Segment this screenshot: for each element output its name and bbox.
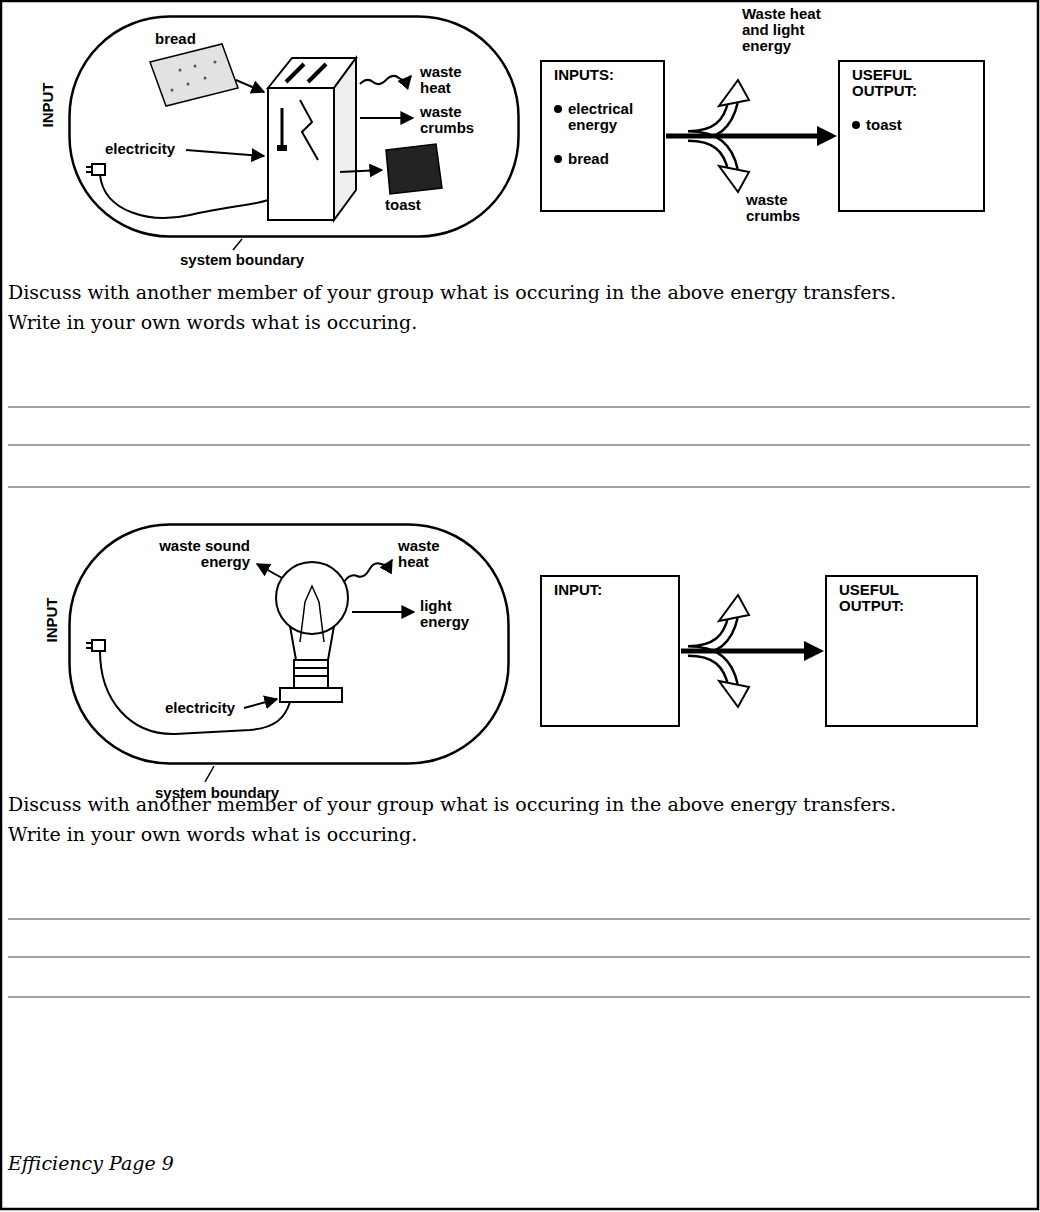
instruction-text: Write in your own words what is occuring… <box>8 823 417 845</box>
box-item: toast <box>866 117 963 133</box>
diagram-label: waste crumbs <box>746 192 806 224</box>
transfer-arrow <box>666 126 837 146</box>
arrow-head <box>804 641 824 661</box>
diagram-label: system boundary <box>180 252 304 268</box>
leader-line <box>233 239 242 250</box>
component-label: waste heat <box>420 64 472 96</box>
box-heading: USEFUL OUTPUT: <box>852 67 963 99</box>
diagram-label: Waste heat and light energy <box>742 6 837 54</box>
answer-lines <box>8 407 1030 997</box>
energy-box: USEFUL OUTPUT: toast <box>838 60 985 212</box>
toaster-drawing <box>268 58 356 220</box>
arrow-shaft <box>681 649 806 654</box>
energy-box: INPUT: <box>540 575 680 727</box>
bullet-dot <box>554 155 562 163</box>
instruction-text: Discuss with another member of your grou… <box>8 281 896 303</box>
diagram-label: INPUT <box>44 598 60 643</box>
bread-drawing <box>150 44 238 106</box>
bullet-dot <box>554 105 562 113</box>
component-label: electricity <box>165 700 255 716</box>
bullet-item: toast <box>852 117 963 133</box>
box-item: electrical energy <box>568 101 643 133</box>
component-label: electricity <box>105 141 195 157</box>
box-item: bread <box>568 151 643 167</box>
arrow-head <box>817 126 837 146</box>
bullet-item: bread <box>554 151 643 167</box>
component-label: waste sound energy <box>140 538 250 570</box>
energy-box: INPUTS: electrical energy bread <box>540 60 665 212</box>
bulb-drawing <box>276 562 348 702</box>
arrow-shaft <box>666 134 819 139</box>
box-heading: INPUTS: <box>554 67 643 83</box>
toaster-arrows <box>186 76 413 172</box>
diagram-label: INPUT <box>40 83 56 128</box>
bullet-item: electrical energy <box>554 101 643 133</box>
boundary-outline <box>68 523 510 765</box>
box-heading: INPUT: <box>554 582 658 598</box>
component-label: waste crumbs <box>420 104 482 136</box>
system-boundary: bread electricity waste heat waste crumbs to… <box>68 15 520 238</box>
box-heading: USEFUL OUTPUT: <box>839 582 956 614</box>
plug-and-cord <box>86 164 268 218</box>
plug-and-cord <box>86 640 290 734</box>
energy-box: USEFUL OUTPUT: <box>825 575 978 727</box>
page-footer: Efficiency Page 9 <box>8 1152 174 1174</box>
bulb-arrows <box>244 560 414 708</box>
leader-line <box>205 766 214 782</box>
bullet-dot <box>852 121 860 129</box>
instruction-text: Write in your own words what is occuring… <box>8 311 417 333</box>
component-label: toast <box>385 197 435 213</box>
transfer-arrow <box>681 641 824 661</box>
system-boundary: waste sound energy waste heat light energy… <box>68 523 510 765</box>
instruction-text: Discuss with another member of your grou… <box>8 793 896 815</box>
toast-drawing <box>386 144 442 194</box>
component-label: bread <box>155 31 215 47</box>
component-label: light energy <box>420 598 480 630</box>
component-label: waste heat <box>398 538 448 570</box>
